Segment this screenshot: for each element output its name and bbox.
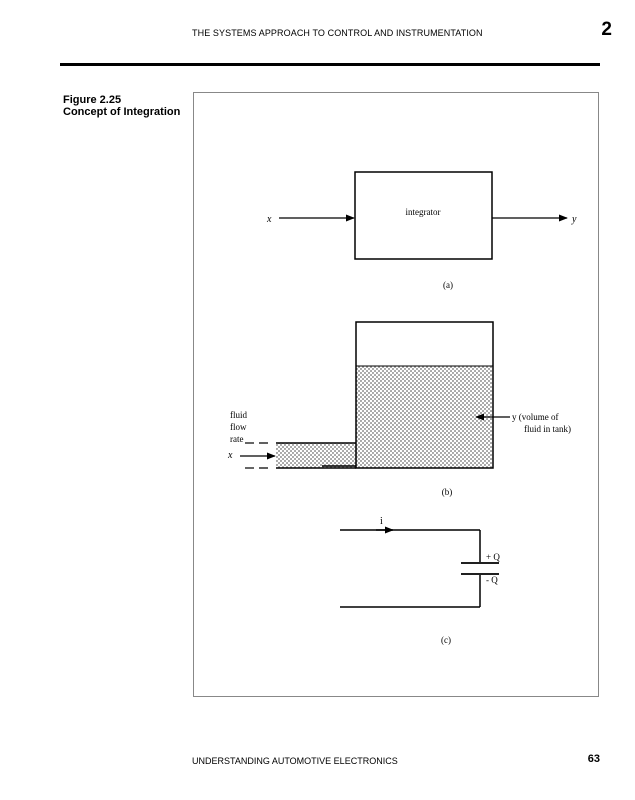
flow-label-line2: flow xyxy=(230,422,247,432)
figure-number: Figure 2.25 xyxy=(63,94,122,106)
input-label-x-b: x xyxy=(227,450,233,461)
fluid-in-pipe xyxy=(276,443,357,468)
panel-c: i + Q - Q (c) xyxy=(340,516,500,645)
running-footer: UNDERSTANDING AUTOMOTIVE ELECTRONICS xyxy=(192,756,398,766)
figure-title: Concept of Integration xyxy=(63,106,181,118)
integrator-block xyxy=(354,171,493,260)
running-header: THE SYSTEMS APPROACH TO CONTROL AND INST… xyxy=(192,28,483,38)
volume-label-line2: fluid in tank) xyxy=(524,424,571,434)
tank-outline xyxy=(355,321,494,469)
page-number: 63 xyxy=(587,753,600,765)
fluid-in-tank xyxy=(356,366,492,468)
volume-label-line1: y (volume of xyxy=(512,412,559,422)
current-label-i: i xyxy=(380,516,383,527)
flow-label-line3: rate xyxy=(230,434,244,444)
header-rule xyxy=(60,63,600,66)
flow-label-line1: fluid xyxy=(230,410,247,420)
caption-b: (b) xyxy=(442,487,453,497)
panel-b: fluid flow rate x y (volume of fluid in … xyxy=(227,321,571,497)
input-label-x: x xyxy=(266,214,272,225)
caption-c: (c) xyxy=(441,635,451,645)
integrator-label: integrator xyxy=(406,207,441,217)
output-label-y: y xyxy=(571,214,577,225)
plus-q-label: + Q xyxy=(486,552,500,562)
chapter-number: 2 xyxy=(601,19,612,40)
figure-frame xyxy=(193,92,599,697)
minus-q-label: - Q xyxy=(486,575,498,585)
caption-a: (a) xyxy=(443,280,453,290)
panel-a: x integrator y (a) xyxy=(266,171,577,290)
